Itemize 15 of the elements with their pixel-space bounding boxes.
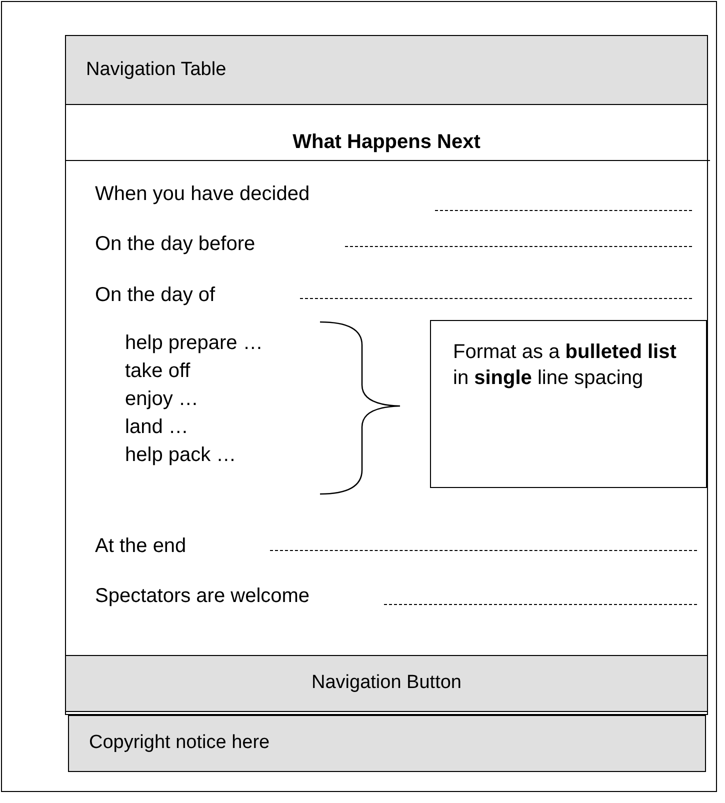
row-label: At the end bbox=[95, 534, 186, 559]
row-label: Spectators are welcome bbox=[95, 584, 310, 609]
note-box: Format as a bulleted list in single line spacing bbox=[430, 320, 707, 488]
list-item: help pack … bbox=[125, 443, 236, 468]
list-item: take off bbox=[125, 359, 190, 384]
row-label: On the day of bbox=[95, 283, 216, 308]
header-band: Copyright notice here bbox=[68, 715, 706, 772]
list-item: help prepare … bbox=[125, 331, 263, 356]
section-heading: What Happens Next bbox=[292, 130, 482, 155]
header-band: Navigation Button bbox=[65, 655, 708, 712]
row-label: On the day before bbox=[95, 232, 256, 257]
header-band: Navigation Table bbox=[65, 35, 708, 105]
row-label: When you have decided bbox=[95, 182, 310, 207]
list-item: land … bbox=[125, 415, 188, 440]
list-item: enjoy … bbox=[125, 387, 198, 412]
